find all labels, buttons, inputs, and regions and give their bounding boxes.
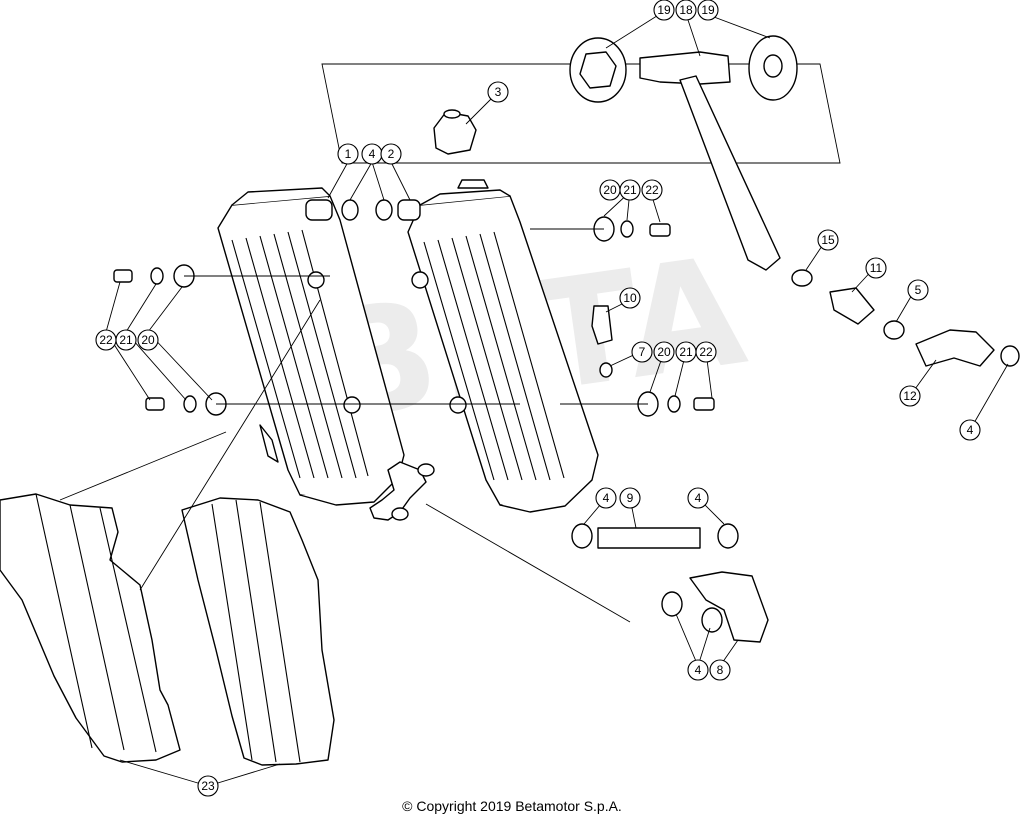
svg-text:2: 2 (388, 147, 395, 161)
svg-text:23: 23 (201, 779, 215, 793)
callout-2: 2 (380, 143, 402, 165)
callout-4: 4 (959, 419, 981, 441)
callout-8: 8 (709, 659, 731, 681)
callout-4: 4 (361, 143, 383, 165)
svg-text:4: 4 (967, 423, 974, 437)
svg-text:12: 12 (903, 389, 917, 403)
callout-1: 1 (337, 143, 359, 165)
callout-22: 22 (641, 179, 663, 201)
hose-fittings (571, 269, 1020, 643)
svg-text:8: 8 (717, 663, 724, 677)
callout-21: 21 (115, 329, 137, 351)
svg-text:21: 21 (119, 333, 133, 347)
callout-4: 4 (687, 659, 709, 681)
svg-text:22: 22 (645, 183, 659, 197)
radiator-guard-right (181, 497, 335, 766)
callout-15: 15 (817, 229, 839, 251)
svg-text:4: 4 (603, 491, 610, 505)
svg-text:19: 19 (701, 3, 715, 17)
copyright-footer: © Copyright 2019 Betamotor S.p.A. (402, 798, 622, 814)
callout-4: 4 (595, 487, 617, 509)
svg-text:18: 18 (679, 3, 693, 17)
svg-text:7: 7 (639, 345, 646, 359)
callout-5: 5 (907, 279, 929, 301)
callout-19: 19 (653, 0, 675, 21)
callout-10: 10 (619, 287, 641, 309)
svg-text:5: 5 (915, 283, 922, 297)
callout-12: 12 (899, 385, 921, 407)
svg-text:1: 1 (345, 147, 352, 161)
callout-21: 21 (675, 341, 697, 363)
svg-text:21: 21 (623, 183, 637, 197)
svg-text:20: 20 (141, 333, 155, 347)
callout-9: 9 (619, 487, 641, 509)
svg-text:22: 22 (699, 345, 713, 359)
callout-4: 4 (687, 487, 709, 509)
callout-23: 23 (197, 775, 219, 797)
callout-22: 22 (695, 341, 717, 363)
overflow-hose (569, 35, 798, 271)
callout-18: 18 (675, 0, 697, 21)
callout-11: 11 (865, 257, 887, 279)
callout-3: 3 (487, 81, 509, 103)
callout-22: 22 (95, 329, 117, 351)
svg-text:22: 22 (99, 333, 113, 347)
radiator-guard-left (0, 493, 181, 763)
svg-text:11: 11 (870, 261, 883, 275)
callout-20: 20 (599, 179, 621, 201)
svg-text:3: 3 (495, 85, 502, 99)
callout-20: 20 (653, 341, 675, 363)
svg-text:9: 9 (627, 491, 634, 505)
svg-text:19: 19 (657, 3, 671, 17)
svg-text:21: 21 (679, 345, 693, 359)
callout-7: 7 (631, 341, 653, 363)
leader-lines (59, 13, 1009, 787)
svg-text:4: 4 (695, 663, 702, 677)
svg-text:20: 20 (657, 345, 671, 359)
callout-21: 21 (619, 179, 641, 201)
callout-20: 20 (137, 329, 159, 351)
svg-text:15: 15 (821, 233, 835, 247)
svg-text:4: 4 (695, 491, 702, 505)
callout-19: 19 (697, 0, 719, 21)
svg-text:10: 10 (623, 291, 637, 305)
svg-text:20: 20 (603, 183, 617, 197)
radiator-cap (433, 109, 477, 155)
svg-text:4: 4 (369, 147, 376, 161)
right-radiator (369, 179, 599, 521)
